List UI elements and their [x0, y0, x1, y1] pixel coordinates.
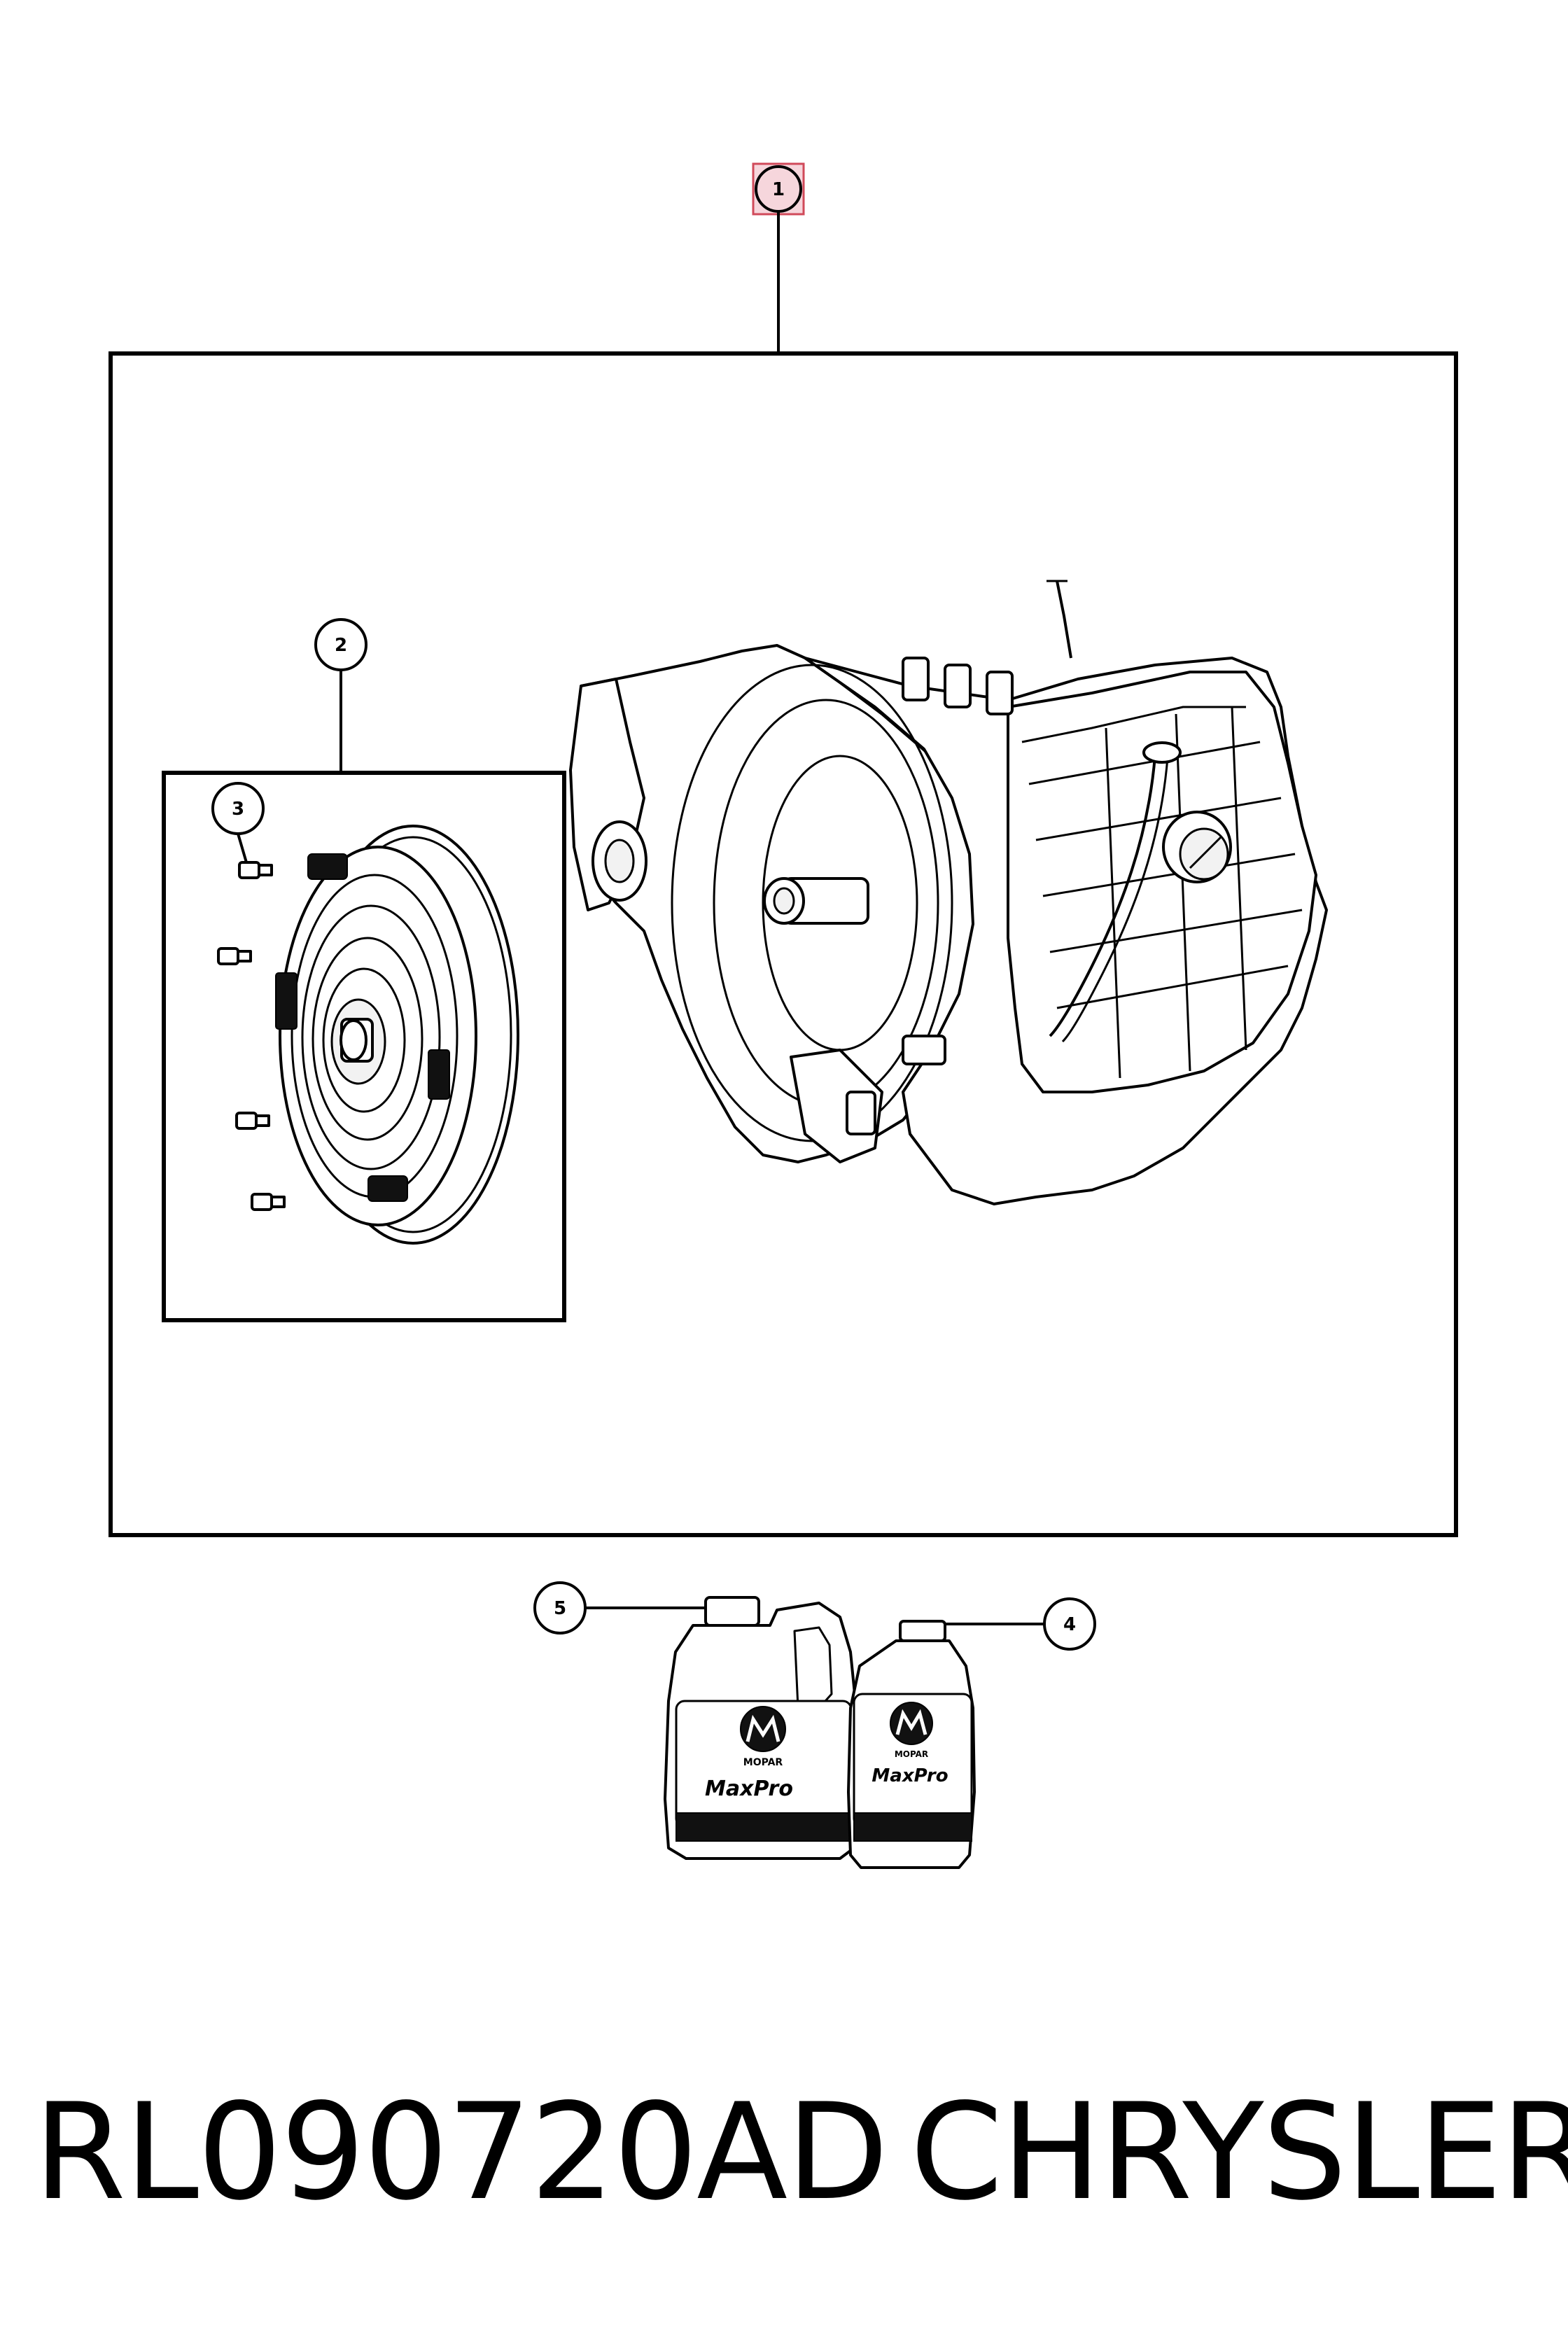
- callout-2[interactable]: 2: [314, 618, 368, 671]
- fluid-bottle-icon: MOPAR MaxPro: [847, 1620, 976, 1869]
- callout-1-number: 1: [772, 179, 785, 200]
- brand-label: CHRYSLER: [910, 2075, 1568, 2230]
- callout-3-number: 3: [232, 799, 244, 820]
- bottle-brand-label: MOPAR: [895, 1749, 928, 1759]
- callout-4-number: 4: [1063, 1614, 1076, 1635]
- fluid-jug-icon: MOPAR MaxPro: [664, 1596, 862, 1860]
- callout-5-number: 5: [554, 1598, 566, 1619]
- callout-3[interactable]: 3: [211, 782, 265, 835]
- callout-2-number: 2: [335, 635, 347, 656]
- bottle-product-label: MaxPro: [872, 1765, 948, 1786]
- transmission-assembly-frame: [108, 351, 1458, 1537]
- callout-1[interactable]: 1: [755, 165, 802, 213]
- jug-brand-label: MOPAR: [743, 1757, 783, 1768]
- bolt-icon: [235, 1112, 270, 1130]
- torque-converter-frame: [162, 771, 566, 1322]
- jug-product-label: MaxPro: [705, 1777, 793, 1801]
- callout-5[interactable]: 5: [533, 1581, 587, 1634]
- transmission-icon: [569, 580, 1328, 1205]
- torque-converter-icon: [275, 825, 519, 1245]
- bolt-icon: [238, 861, 273, 879]
- bolt-icon: [251, 1193, 286, 1211]
- bolt-icon: [217, 947, 252, 965]
- diagram-code-label: RL090720AD: [34, 2075, 888, 2230]
- callout-4[interactable]: 4: [1043, 1597, 1096, 1651]
- callout-3-leader: [237, 833, 248, 863]
